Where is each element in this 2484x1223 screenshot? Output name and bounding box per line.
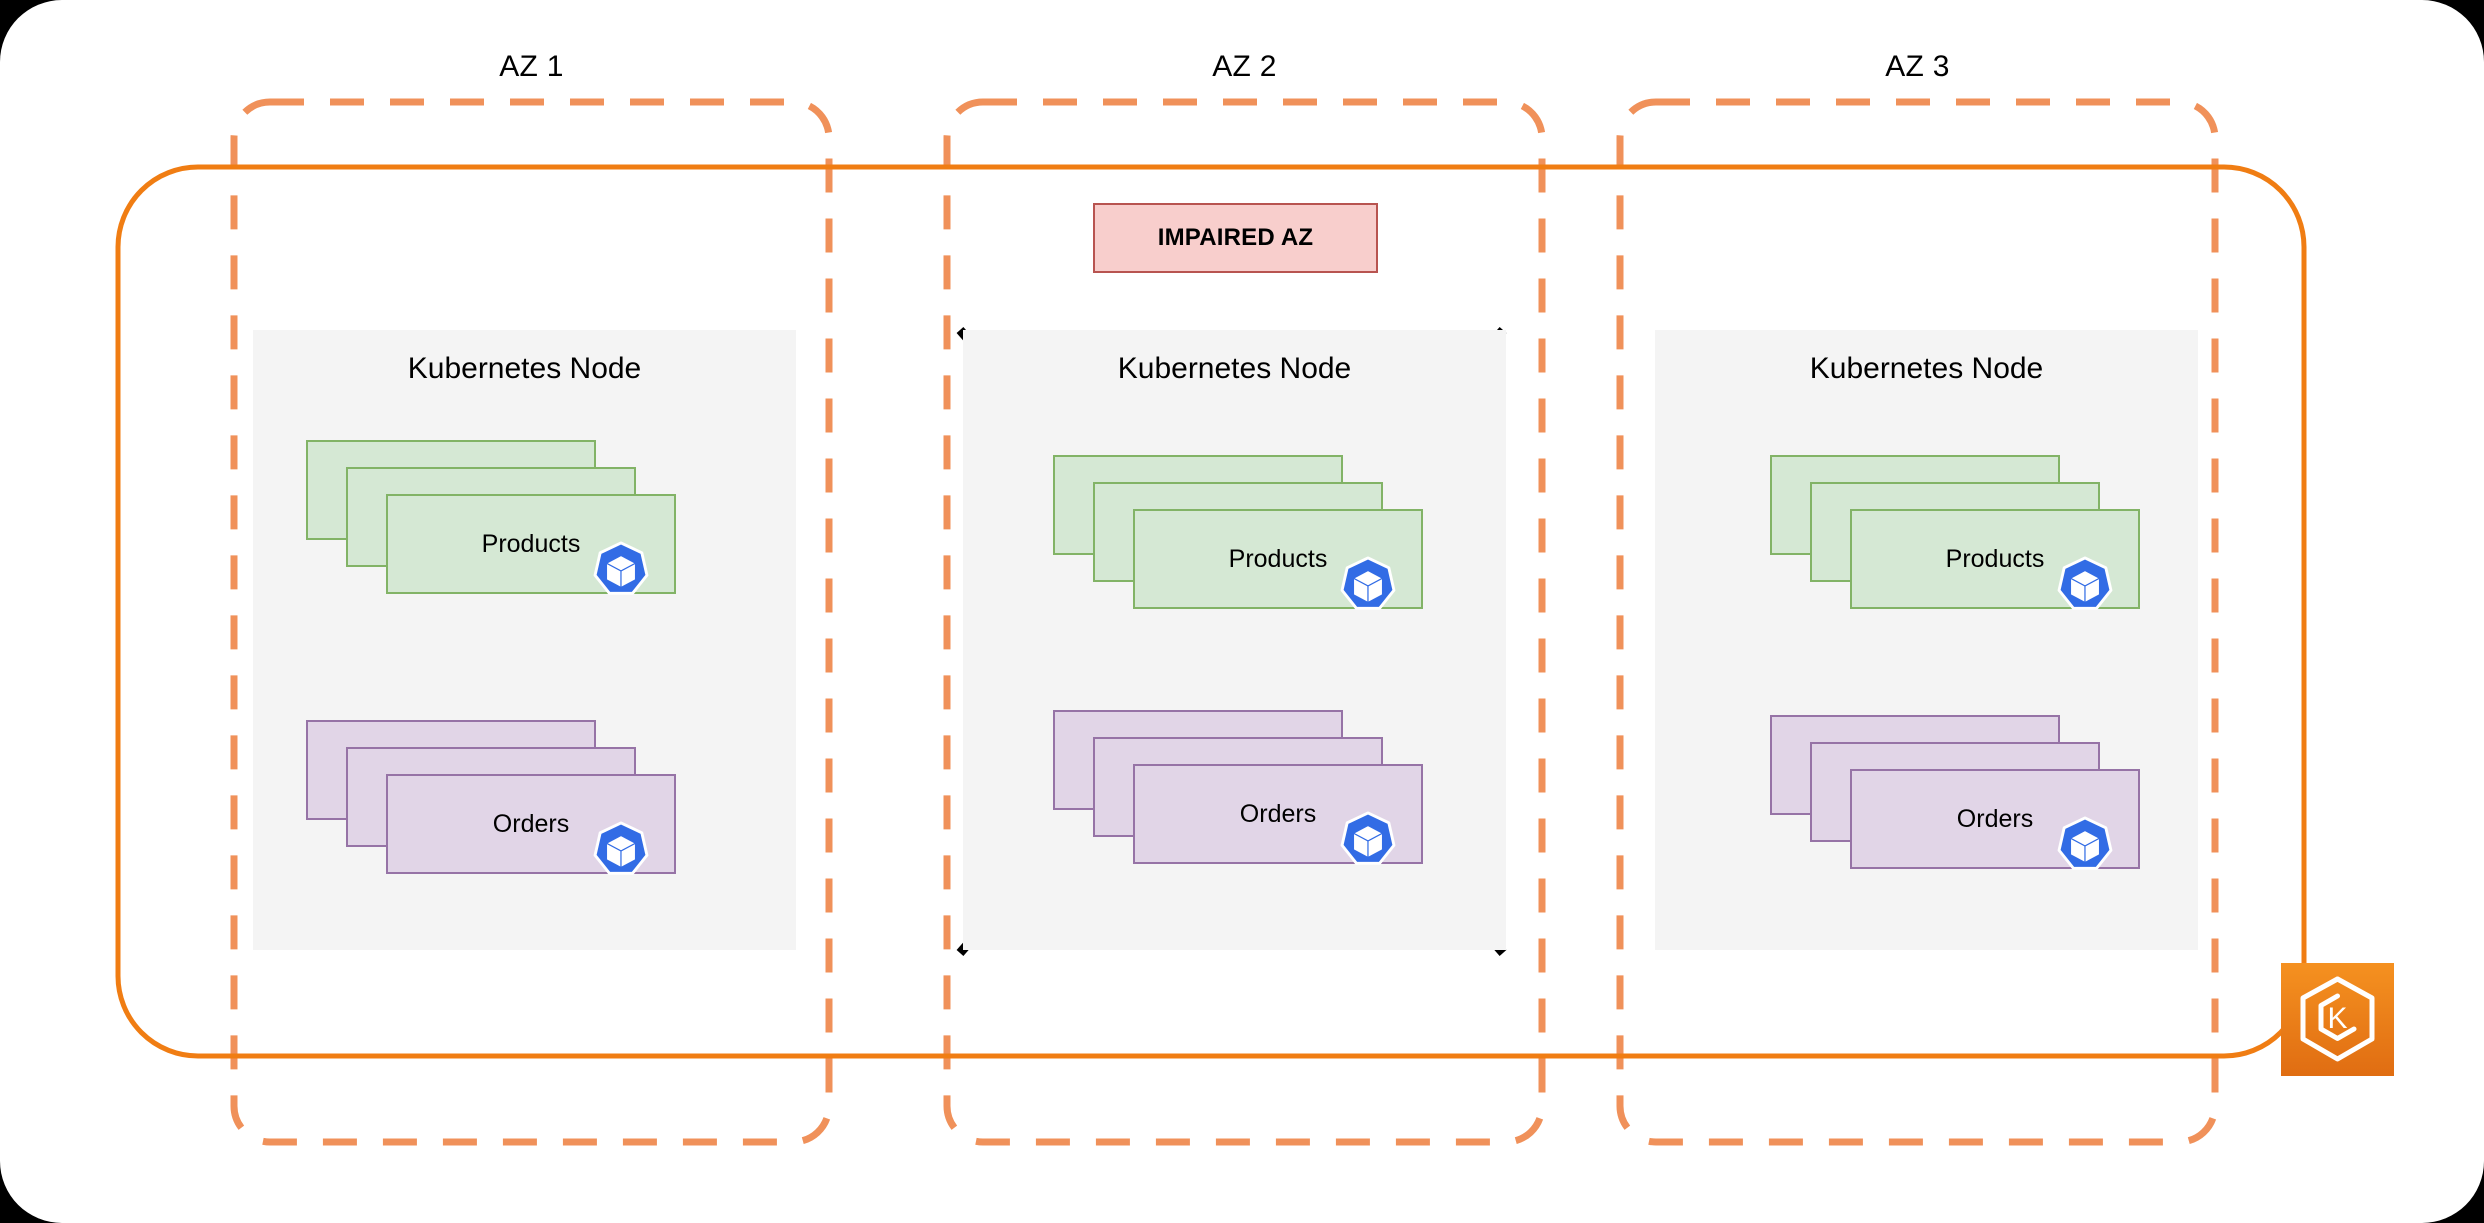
eks-letter-k: K (2327, 1002, 2347, 1035)
pod-stack-label: Products (481, 529, 581, 558)
kubernetes-node-az2: Kubernetes Node Products Orders (963, 330, 1506, 950)
node-title-az2: Kubernetes Node (1117, 352, 1352, 385)
az-boundary-az1 (230, 98, 833, 1146)
pod-stack-products-az3: Products (1770, 455, 2140, 610)
node-title-az3: Kubernetes Node (1809, 352, 2044, 385)
impaired-az-badge: IMPAIRED AZ (1093, 203, 1378, 273)
kubernetes-node-az1: Kubernetes Node Products Orders (253, 330, 796, 950)
kubernetes-badge-icon (2057, 556, 2113, 610)
pod-stack-orders-az2: Orders (1053, 710, 1423, 865)
pod-stack-orders-az3: Orders (1770, 715, 2140, 870)
az-boundary-az3 (1616, 98, 2219, 1146)
az-title-az1: AZ 1 (499, 50, 564, 83)
kubernetes-badge-icon (593, 821, 649, 875)
pod-stack-orders-az1: Orders (306, 720, 676, 875)
az-boundary-az2 (943, 98, 1546, 1146)
pod-stack-products-az2: Products (1053, 455, 1423, 610)
az-title-az3: AZ 3 (1885, 50, 1950, 83)
pod-stack-label: Orders (1956, 804, 2034, 833)
aws-eks-logo-icon: K (2281, 963, 2394, 1076)
eks-hexagon-k-glyph: K (2300, 976, 2375, 1062)
kubernetes-badge-icon (1340, 811, 1396, 865)
pod-stack-label: Products (1228, 544, 1328, 573)
pod-stack-label: Orders (1239, 799, 1317, 828)
kubernetes-node-az3: Kubernetes Node Products Orders (1655, 330, 2198, 950)
pod-stack-products-az1: Products (306, 440, 676, 595)
cluster-boundary (115, 164, 2307, 1059)
kubernetes-badge-icon (2057, 816, 2113, 870)
node-title-az1: Kubernetes Node (407, 352, 642, 385)
kubernetes-badge-icon (593, 541, 649, 595)
kubernetes-badge-icon (1340, 556, 1396, 610)
az-title-az2: AZ 2 (1212, 50, 1277, 83)
pod-stack-label: Orders (492, 809, 570, 838)
pod-stack-label: Products (1945, 544, 2045, 573)
